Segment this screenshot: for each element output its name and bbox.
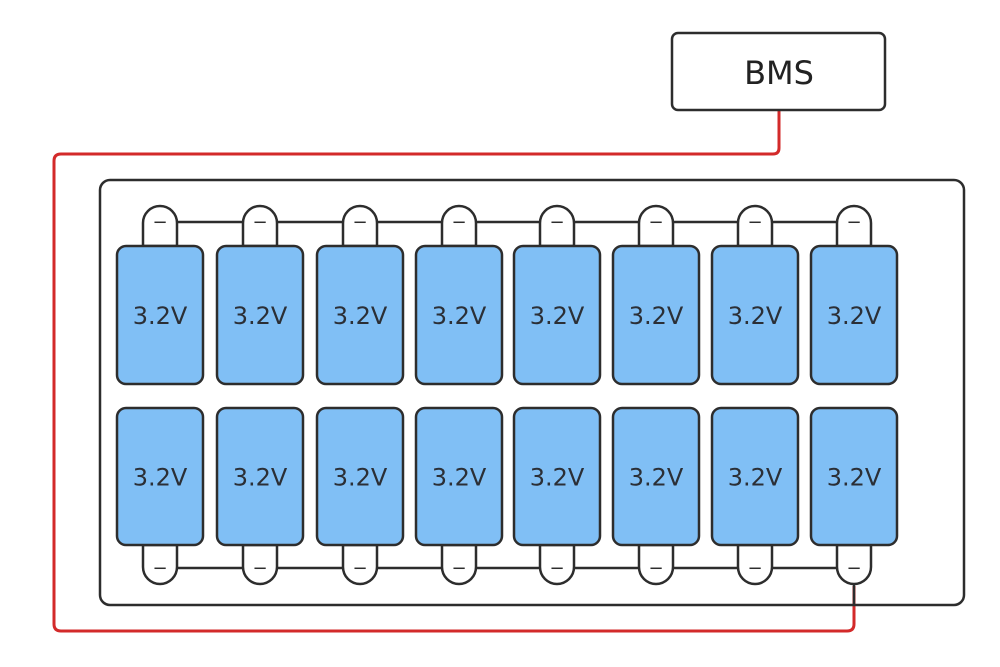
minus-sign-icon: − — [648, 558, 663, 579]
cell-terminal — [341, 204, 379, 248]
cell-voltage-label: 3.2V — [432, 302, 487, 330]
battery-cell: − 3.2V — [809, 204, 899, 386]
cell-terminal — [538, 204, 576, 248]
battery-cell: − 3.2V — [809, 406, 899, 586]
cells-layer: − 3.2V − 3.2V − 3.2V − 3.2V − 3.2V − 3.2V − 3.2V − 3.2V… — [115, 204, 899, 604]
minus-sign-icon: − — [846, 212, 861, 233]
minus-sign-icon: − — [152, 558, 167, 579]
minus-sign-icon: − — [451, 558, 466, 579]
battery-cell: − 3.2V — [215, 406, 305, 586]
cell-voltage-label: 3.2V — [728, 302, 783, 330]
cell-terminal — [637, 543, 675, 586]
cell-terminal — [241, 204, 279, 248]
cell-voltage-label: 3.2V — [333, 464, 388, 492]
cell-terminal — [835, 543, 873, 586]
cell-voltage-label: 3.2V — [530, 302, 585, 330]
minus-sign-icon: − — [451, 212, 466, 233]
battery-cell: − 3.2V — [315, 204, 405, 386]
battery-cell: − 3.2V — [215, 204, 305, 386]
battery-cell: − 3.2V — [611, 406, 701, 586]
minus-sign-icon: − — [352, 212, 367, 233]
cell-terminal — [341, 543, 379, 586]
minus-sign-icon: − — [549, 558, 564, 579]
battery-cell: − 3.2V — [414, 204, 504, 386]
battery-cell: − 3.2V — [710, 204, 800, 386]
cell-terminal — [637, 204, 675, 248]
minus-sign-icon: − — [549, 212, 564, 233]
minus-sign-icon: − — [747, 212, 762, 233]
cell-terminal — [736, 204, 774, 248]
cell-voltage-label: 3.2V — [233, 302, 288, 330]
cell-body — [710, 244, 800, 386]
battery-cell: − 3.2V — [512, 204, 602, 386]
battery-cell: − 3.2V — [512, 406, 602, 586]
cell-terminal — [736, 543, 774, 586]
battery-cell: − 3.2V — [115, 204, 205, 386]
battery-cell: − 3.2V — [710, 406, 800, 586]
cell-body — [512, 244, 602, 386]
cell-body — [215, 406, 305, 547]
cell-terminal — [141, 543, 179, 586]
cell-body — [315, 406, 405, 547]
battery-cell: − 3.2V — [315, 406, 405, 586]
cell-terminal — [241, 543, 279, 586]
cell-body — [611, 406, 701, 547]
cell-terminal — [538, 543, 576, 586]
cell-voltage-label: 3.2V — [432, 464, 487, 492]
minus-sign-icon: − — [648, 212, 663, 233]
minus-sign-icon: − — [846, 558, 861, 579]
cell-voltage-label: 3.2V — [827, 302, 882, 330]
cell-body — [809, 406, 899, 547]
cell-terminal — [141, 204, 179, 248]
minus-sign-icon: − — [352, 558, 367, 579]
cell-body — [115, 244, 205, 386]
minus-sign-icon: − — [252, 558, 267, 579]
pack-enclosure — [98, 178, 966, 607]
bms-label: BMS — [744, 54, 814, 92]
minus-sign-icon: − — [152, 212, 167, 233]
cell-voltage-label: 3.2V — [133, 464, 188, 492]
cell-voltage-label: 3.2V — [233, 464, 288, 492]
cell-body — [315, 244, 405, 386]
cell-body — [115, 406, 205, 547]
cell-voltage-label: 3.2V — [629, 302, 684, 330]
cell-terminal — [440, 543, 478, 586]
cell-voltage-label: 3.2V — [333, 302, 388, 330]
cell-voltage-label: 3.2V — [827, 464, 882, 492]
cell-voltage-label: 3.2V — [629, 464, 684, 492]
minus-sign-icon: − — [747, 558, 762, 579]
cell-body — [215, 244, 305, 386]
cell-body — [611, 244, 701, 386]
cell-body — [414, 406, 504, 547]
battery-cell: − 3.2V — [414, 406, 504, 586]
cell-voltage-label: 3.2V — [728, 464, 783, 492]
bms-box: BMS — [670, 31, 887, 112]
cell-terminal — [440, 204, 478, 248]
cell-body — [414, 244, 504, 386]
minus-sign-icon: − — [252, 212, 267, 233]
battery-cell: − 3.2V — [611, 204, 701, 386]
cell-body — [809, 244, 899, 386]
cell-voltage-label: 3.2V — [133, 302, 188, 330]
cell-body — [512, 406, 602, 547]
cell-body — [710, 406, 800, 547]
cell-terminal — [835, 204, 873, 248]
battery-cell: − 3.2V — [115, 406, 205, 586]
cell-voltage-label: 3.2V — [530, 464, 585, 492]
bms-wire — [52, 110, 856, 633]
